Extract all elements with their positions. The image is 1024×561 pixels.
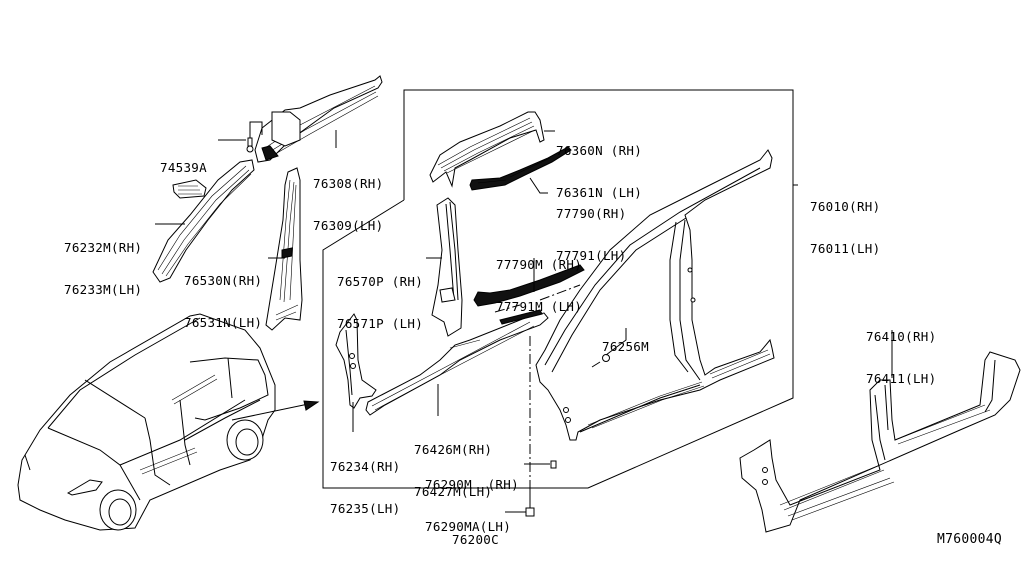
callout-line-lh: 76011(LH) (810, 241, 881, 256)
callout-line-rh: 76234(RH) (330, 459, 401, 474)
clip-76290m (550, 460, 557, 469)
nut-76200c (525, 507, 535, 517)
callout-76308: 76308(RH) 76309(LH) (313, 149, 383, 247)
callout-line-rh: 76290M (RH) (425, 477, 519, 492)
callout-76010: 76010(RH) 76011(LH) (810, 172, 880, 270)
callout-line: 76200C (452, 532, 499, 547)
callout-76200c: 76200C (452, 505, 499, 561)
callout-line-lh: 76531N(LH) (184, 315, 263, 330)
callout-76256m: 76256M (602, 312, 649, 368)
part-roof-rail-rear (254, 75, 383, 163)
part-weatherstrip-lower (473, 264, 585, 313)
callout-76570p: 76570P (RH) 76571P (LH) (337, 247, 423, 345)
callout-line-rh: 77790M (RH) (496, 257, 583, 272)
callout-line-lh: 76427M(LH) (414, 484, 493, 499)
callout-line-lh: 76233M(LH) (64, 282, 143, 297)
callout-line-lh: 76571P (LH) (337, 316, 424, 331)
callout-76530n: 76530N(RH) 76531N(LH) (184, 246, 262, 344)
callout-76426m: 76426M(RH) 76427M(LH) (414, 415, 492, 513)
callout-line: 76256M (602, 339, 649, 354)
callout-line-lh: 76411(LH) (866, 371, 937, 386)
callout-line-rh: 76308(RH) (313, 176, 384, 191)
callout-line: 74539A (160, 160, 207, 175)
callout-77790m: 77790M (RH) 77791M (LH) (496, 230, 582, 328)
callout-line-rh: 76530N(RH) (184, 273, 263, 288)
callout-76360n: 76360N (RH) 76361N (LH) (556, 116, 642, 214)
vehicle-illustration (17, 313, 276, 531)
part-sill-outer (739, 351, 1021, 533)
callout-line-lh: 76235(LH) (330, 501, 401, 516)
part-roof-rail-inner-front (429, 111, 545, 188)
leader-lines (155, 130, 893, 513)
part-body-side-outer (535, 149, 775, 441)
callout-line-lh: 76290MA(LH) (425, 519, 512, 534)
callout-74539a: 74539A (160, 133, 207, 189)
callout-line-rh: 76232M(RH) (64, 240, 143, 255)
callout-76232m: 76232M(RH) 76233M(LH) (64, 213, 142, 311)
bolt-74539a (246, 121, 263, 153)
callout-76410: 76410(RH) 76411(LH) (866, 302, 936, 400)
callout-line-rh: 77790(RH) (556, 206, 627, 221)
part-center-pillar-inner (265, 167, 303, 331)
part-center-pillar-reinforcement (431, 197, 463, 337)
callout-76290m: 76290M (RH) 76290MA(LH) (425, 450, 519, 548)
callout-line-rh: 76360N (RH) (556, 143, 643, 158)
callout-line-lh: 77791(LH) (556, 248, 627, 263)
callout-77790: 77790(RH) 77791(LH) (556, 179, 626, 277)
figure-code: M760004Q (937, 532, 1003, 547)
part-weatherstrip-upper (469, 146, 572, 191)
reference-arrow (231, 400, 320, 421)
callout-line-lh: 77791M (LH) (496, 299, 583, 314)
callout-line-rh: 76410(RH) (866, 329, 937, 344)
callout-line-rh: 76010(RH) (810, 199, 881, 214)
assembly-frame (322, 89, 794, 489)
callout-line-lh: 76309(LH) (313, 218, 384, 233)
part-front-pillar-lower (335, 313, 377, 409)
callout-line-rh: 76426M(RH) (414, 442, 493, 457)
part-front-pillar-upper (152, 159, 255, 283)
callout-line-lh: 76361N (LH) (556, 185, 643, 200)
part-sill-inner (365, 309, 549, 416)
callout-76234: 76234(RH) 76235(LH) (330, 432, 400, 530)
callout-line-rh: 76570P (RH) (337, 274, 424, 289)
